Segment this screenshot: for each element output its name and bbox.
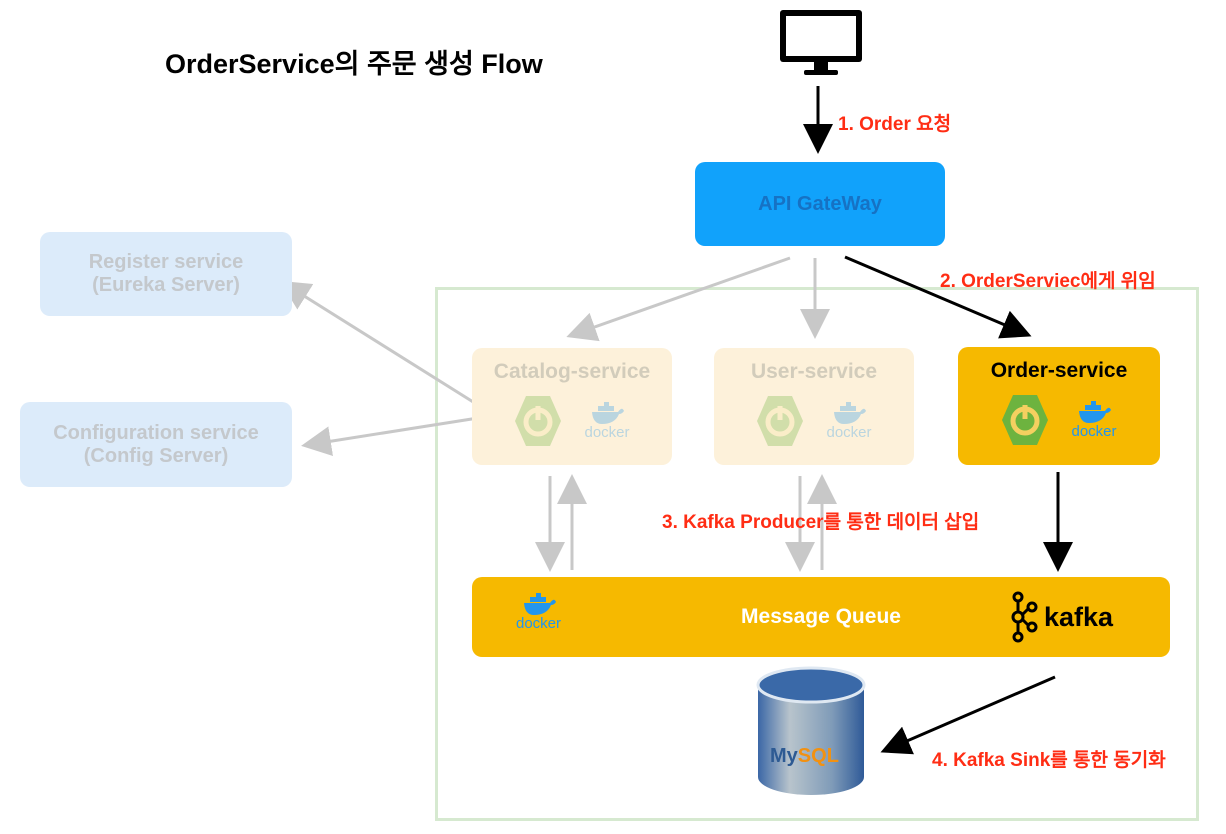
mysql-sql: SQL [797, 745, 839, 767]
message-queue-node[interactable]: Message Queue docker kafka [472, 577, 1170, 657]
register-service-node[interactable]: Register service (Eureka Server) [40, 232, 292, 316]
order-label: Order-service [990, 359, 1128, 382]
spring-boot-icon [515, 396, 562, 446]
spring-boot-icon [1002, 395, 1049, 445]
service-boundary-frame [435, 287, 1199, 821]
order-service-node[interactable]: Order-service docker [958, 347, 1160, 465]
docker-icon [1079, 400, 1111, 423]
config-service-node[interactable]: Configuration service (Config Server) [20, 402, 292, 487]
page-title: OrderService의 주문 생성 Flow [165, 49, 543, 79]
arrow-gateway-to-order [844, 255, 1032, 339]
arrow-catalog-to-register [279, 280, 479, 407]
message-queue-label: Message Queue [741, 605, 901, 628]
arrow-catalog-to-config [301, 416, 479, 457]
step-3-label: 3. Kafka Producer를 통한 데이터 삽입 [662, 512, 980, 533]
mysql-database-node[interactable]: MySQL [750, 665, 872, 800]
api-gateway-node[interactable]: API GateWay [695, 162, 945, 246]
user-service-node[interactable]: User-service docker [714, 348, 914, 465]
catalog-service-node[interactable]: Catalog-service docker [472, 348, 672, 465]
docker-icon [834, 401, 866, 424]
docker-label: docker [826, 423, 872, 441]
config-sublabel: (Config Server) [83, 444, 229, 467]
config-label: Configuration service [53, 421, 259, 444]
kafka-label: kafka [1044, 601, 1114, 632]
docker-label: docker [584, 423, 630, 441]
register-label: Register service [88, 251, 244, 273]
database-cylinder-icon [756, 666, 866, 795]
kafka-icon [1011, 591, 1038, 643]
docker-label: docker [1071, 422, 1117, 440]
docker-label: docker [516, 615, 562, 632]
user-label: User-service [750, 360, 878, 383]
docker-icon [523, 593, 556, 615]
mysql-my: My [770, 745, 798, 767]
docker-icon [592, 401, 624, 424]
queue-docker-logo: docker [516, 593, 561, 632]
register-sublabel: (Eureka Server) [92, 274, 240, 296]
spring-boot-icon [757, 396, 804, 446]
arrow-queue-to-mysql [880, 675, 1056, 755]
arrow-gateway-to-catalog [566, 256, 791, 342]
monitor-icon [780, 10, 862, 75]
mysql-logo-text: MySQL [770, 745, 839, 768]
step-4-label: 4. Kafka Sink를 통한 동기화 [932, 750, 1166, 771]
step-1-label: 1. Order 요청 [838, 114, 952, 135]
step-2-label: 2. OrderServiec에게 위임 [940, 271, 1156, 292]
catalog-label: Catalog-service [493, 360, 651, 383]
kafka-logo: kafka [1008, 591, 1113, 643]
api-gateway-label: API GateWay [758, 192, 882, 215]
